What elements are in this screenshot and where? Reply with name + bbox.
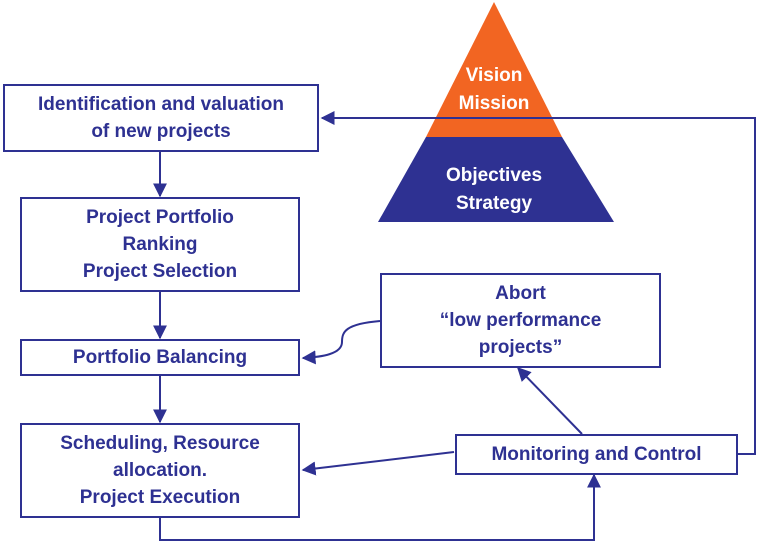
mission-text: Mission [458, 93, 530, 114]
scheduling-box: Scheduling, Resource allocation. Project… [20, 423, 300, 518]
pyramid-apex [426, 2, 562, 137]
monitoring-to-scheduling-arrow [301, 451, 455, 476]
vision-text: Vision [465, 65, 523, 86]
pyramid-apex-label: Vision Mission [434, 62, 554, 118]
objectives-text: Objectives [445, 165, 543, 186]
abort-box: Abort “low performance projects” [380, 273, 661, 368]
balancing-box: Portfolio Balancing [20, 339, 300, 376]
strategy-text: Strategy [455, 193, 533, 214]
abort-to-balancing-arrow [301, 320, 381, 365]
monitoring-box: Monitoring and Control [455, 434, 738, 475]
pyramid-base-label: Objectives Strategy [414, 162, 574, 218]
identification-box: Identification and valuation of new proj… [3, 84, 319, 152]
feedback-to-identification-arrow [320, 111, 756, 455]
ranking-box: Project Portfolio Ranking Project Select… [20, 197, 300, 292]
pyramid-base [378, 137, 614, 222]
monitoring-to-abort-arrow [517, 366, 583, 435]
execution-to-monitoring-arrow [159, 473, 601, 541]
